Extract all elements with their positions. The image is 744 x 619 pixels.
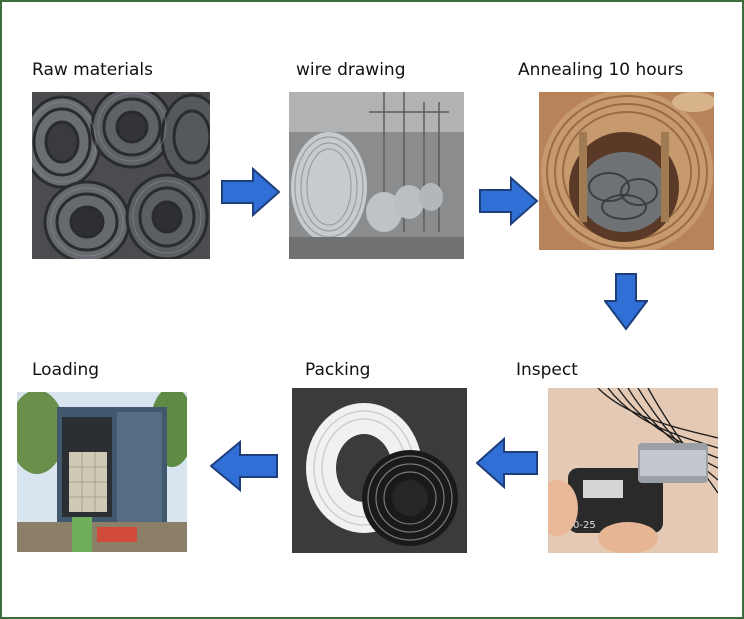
inspect-photo: 0-25 bbox=[548, 388, 718, 553]
label-inspect: Inspect bbox=[516, 360, 578, 380]
gauge-text: 0-25 bbox=[573, 520, 596, 531]
label-packing: Packing bbox=[305, 360, 371, 380]
label-raw-materials: Raw materials bbox=[32, 60, 153, 80]
arrow-down bbox=[604, 273, 648, 331]
arrow-left-2 bbox=[210, 440, 278, 492]
packing-photo bbox=[292, 388, 467, 553]
label-annealing: Annealing 10 hours bbox=[518, 60, 684, 80]
arrow-right-1 bbox=[221, 167, 281, 217]
label-loading: Loading bbox=[32, 360, 100, 380]
raw-materials-photo bbox=[32, 92, 210, 259]
label-wire-drawing: wire drawing bbox=[296, 60, 406, 80]
arrow-right-2 bbox=[479, 176, 539, 226]
arrow-left-1 bbox=[476, 437, 538, 489]
loading-photo bbox=[17, 392, 187, 552]
wire-drawing-photo bbox=[289, 92, 464, 259]
annealing-photo bbox=[539, 92, 714, 250]
